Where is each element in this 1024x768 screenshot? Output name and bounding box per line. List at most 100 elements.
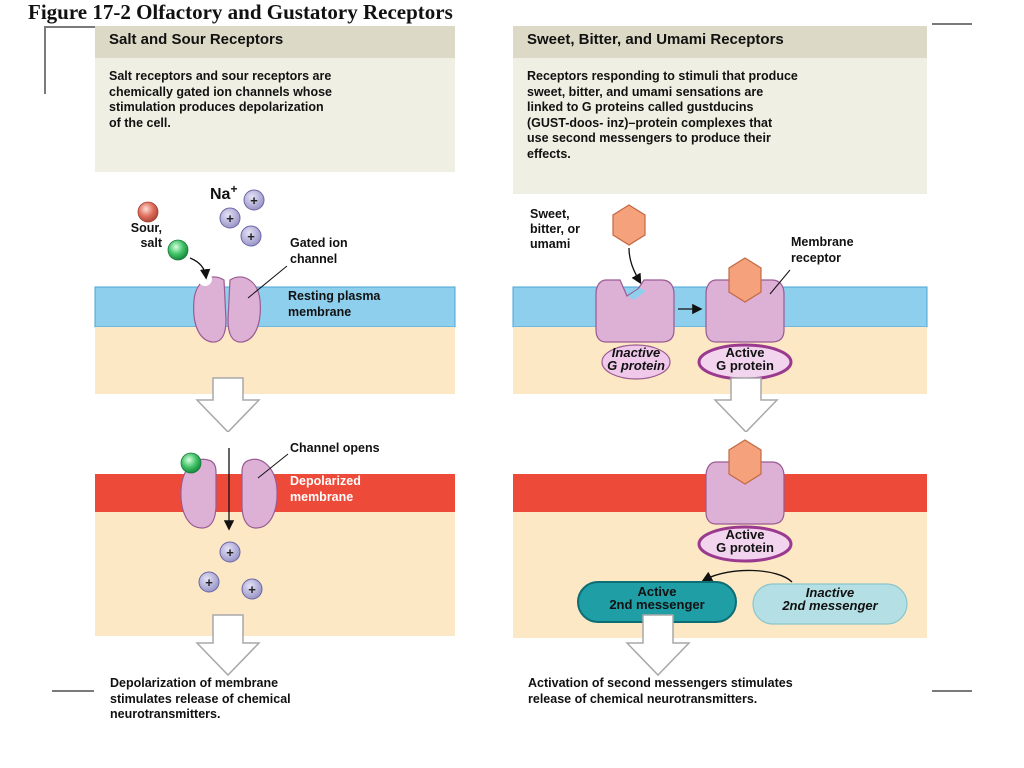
bound-ligand-2 <box>728 439 762 485</box>
na-ion-1: + <box>243 189 265 211</box>
right-transition-arrow-1 <box>713 377 779 434</box>
left-panel-header: Salt and Sour Receptors <box>95 26 455 58</box>
active-2nd-messenger-label-1: Active <box>637 584 676 599</box>
right-transition-arrow-2 <box>625 614 691 677</box>
left-resting-cytoplasm <box>95 327 455 394</box>
inside-ion-2: + <box>198 571 220 593</box>
active-2nd-messenger-label-2: 2nd messenger <box>609 597 704 612</box>
active-g-protein-label-2: G protein <box>716 358 774 373</box>
gated-channel-leader <box>247 265 288 299</box>
taste-stimulus-label-1: Sweet, <box>530 207 570 221</box>
left-depolarized-cytoplasm <box>95 512 455 636</box>
decor-line-bottom-left <box>52 690 94 692</box>
right-desc-line-1: Receptors responding to stimuli that pro… <box>527 69 798 83</box>
active-g-protein-2 <box>697 525 793 563</box>
inside-ion-3: + <box>241 578 263 600</box>
taste-stimulus-label-2: bitter, or <box>530 222 580 236</box>
stimulus-label-line-1: Sour, <box>131 221 162 235</box>
active-receptor-2 <box>705 461 785 525</box>
inside-ion-1: + <box>219 541 241 563</box>
left-transition-arrow-2 <box>195 614 261 677</box>
na-label-text: Na <box>210 186 231 203</box>
taste-ligand <box>612 204 646 246</box>
stimulus-approach-arrow <box>189 257 211 280</box>
active-g-protein-label-1: Active <box>725 345 764 360</box>
left-panel-description-box <box>95 58 455 172</box>
left-footer-text: Depolarization of membrane stimulates re… <box>110 676 440 723</box>
bound-salt-ion <box>180 452 202 474</box>
active-receptor <box>705 279 785 343</box>
left-footer-line-2: stimulates release of chemical <box>110 691 291 706</box>
right-panel-header: Sweet, Bitter, and Umami Receptors <box>513 26 927 58</box>
right-panel-description: Receptors responding to stimuli that pro… <box>527 69 922 162</box>
na-ion-3-sign: + <box>247 229 255 244</box>
salt-ion-ball <box>167 239 189 261</box>
active-g-protein-2-label-2: G protein <box>716 540 774 555</box>
stimulus-label-line-2: salt <box>140 236 162 250</box>
inside-ion-1-sign: + <box>226 545 234 560</box>
left-depolarized-background <box>95 432 455 474</box>
inactive-2nd-messenger-label-1: Inactive <box>806 585 854 600</box>
left-panel-description: Salt receptors and sour receptors are ch… <box>109 69 449 131</box>
right-panel-description-box <box>513 58 927 194</box>
resting-membrane-label-line-1: Resting plasma <box>288 289 381 303</box>
gated-channel-label-line-1: Gated ion <box>290 236 348 250</box>
figure-title: Figure 17-2 Olfactory and Gustatory Rece… <box>28 0 453 24</box>
gated-channel-right-half <box>227 276 261 343</box>
inactive-g-protein-label-2: G protein <box>607 358 665 373</box>
na-ion-2: + <box>219 207 241 229</box>
ligand-approach-arrow <box>628 247 642 285</box>
right-footer-text: Activation of second messengers stimulat… <box>528 676 918 707</box>
left-footer-line-1: Depolarization of membrane <box>110 676 279 690</box>
decor-line-top-right <box>932 23 972 25</box>
receptor-binding-site <box>628 288 646 300</box>
taste-stimulus-label-3: umami <box>530 237 570 251</box>
left-desc-line-4: of the cell. <box>109 115 171 130</box>
right-desc-line-5: use second messengers to produce their <box>527 131 771 145</box>
membrane-receptor-leader <box>769 269 791 295</box>
right-desc-line-3: linked to G proteins called gustducins <box>527 100 754 114</box>
right-resting-background <box>513 196 927 286</box>
left-desc-line-3: stimulation produces depolarization <box>109 100 324 114</box>
open-channel-left-half <box>180 458 217 529</box>
inside-ion-3-sign: + <box>248 582 256 597</box>
membrane-receptor-label-2: receptor <box>791 251 841 265</box>
gated-channel-label-line-2: channel <box>290 252 337 266</box>
gated-channel-left-half <box>193 276 227 343</box>
open-channel-right-half <box>241 458 278 529</box>
right-footer-line-1: Activation of second messengers stimulat… <box>528 676 793 690</box>
right-desc-line-4: (GUST-doos- inz)–protein complexes that <box>527 115 773 130</box>
channel-opens-label: Channel opens <box>290 441 380 455</box>
na-ion-3: + <box>240 225 262 247</box>
left-footer-line-3: neurotransmitters. <box>110 707 221 721</box>
resting-membrane-label-line-2: membrane <box>288 305 351 319</box>
right-desc-line-2: sweet, bitter, and umami sensations are <box>527 84 764 99</box>
na-ion-2-sign: + <box>226 211 234 226</box>
sour-ion-ball <box>137 201 159 223</box>
active-g-protein-2-label-1: Active <box>725 527 764 542</box>
inactive-g-protein <box>601 344 671 380</box>
decor-line-top-left <box>44 26 46 94</box>
inactive-2nd-messenger-label-2: 2nd messenger <box>781 598 878 613</box>
decor-line-top-left-h <box>44 26 96 28</box>
depolarized-membrane-label-line-1: Depolarized <box>290 474 361 488</box>
decor-line-bottom-right <box>932 690 972 692</box>
inside-ion-2-sign: + <box>205 575 213 590</box>
left-desc-line-2: chemically gated ion channels whose <box>109 84 332 99</box>
membrane-receptor-label-1: Membrane <box>791 235 854 249</box>
right-footer-line-2: release of chemical neurotransmitters. <box>528 691 758 706</box>
inactive-g-protein-label-1: Inactive <box>612 345 660 360</box>
na-label: Na+ <box>210 182 237 203</box>
messenger-activation-arrow <box>701 569 793 583</box>
inactive-2nd-messenger <box>752 583 908 625</box>
bound-ligand <box>728 257 762 303</box>
left-resting-membrane <box>94 286 456 328</box>
channel-opens-leader <box>257 453 289 479</box>
na-ion-1-sign: + <box>250 193 258 208</box>
left-desc-line-1: Salt receptors and sour receptors are <box>109 69 332 83</box>
na-label-charge: + <box>230 182 237 196</box>
left-transition-arrow-1 <box>195 377 261 434</box>
depolarized-membrane-label-line-2: membrane <box>290 490 353 504</box>
inactive-receptor <box>595 279 675 343</box>
